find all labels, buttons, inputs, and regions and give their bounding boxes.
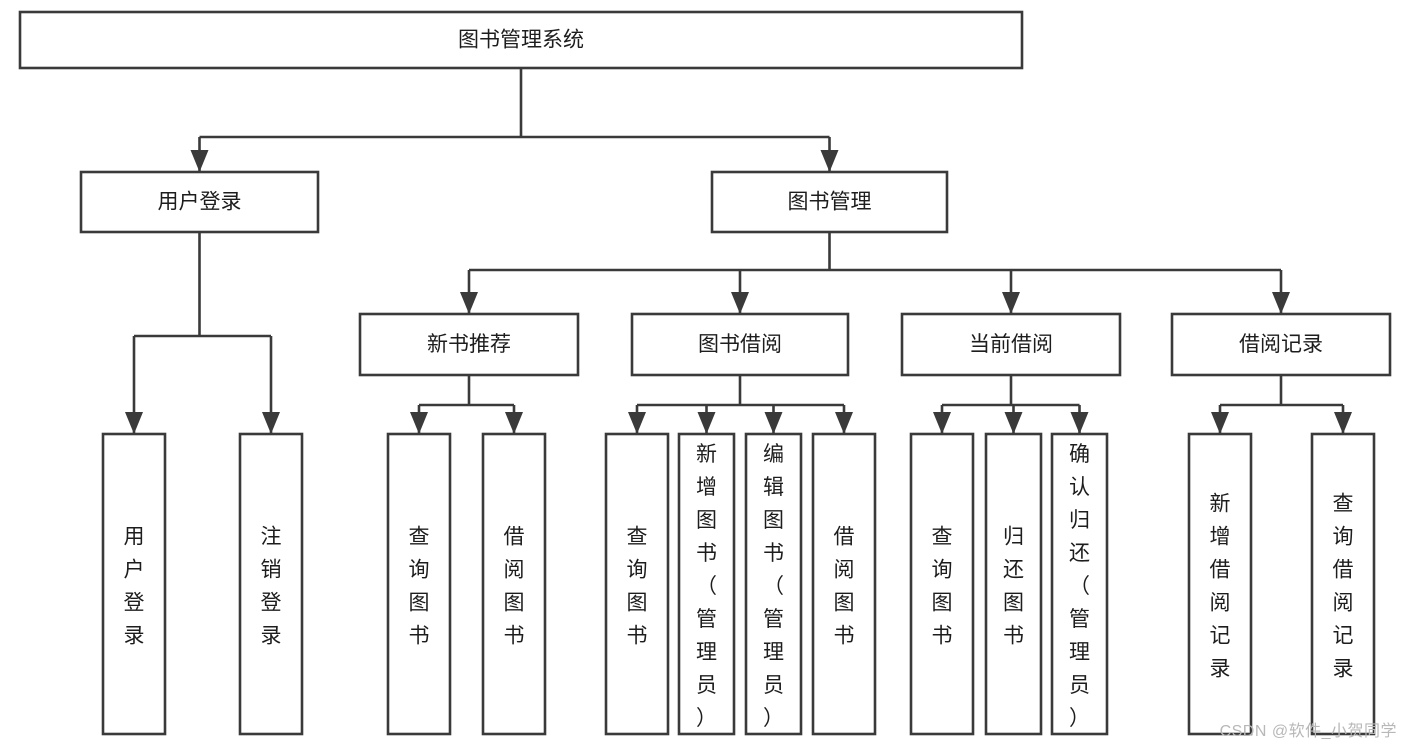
node-label-book-manage: 图书管理: [788, 191, 872, 214]
arrow-head-leaf-edit-book-admin: [764, 412, 783, 434]
node-box-leaf-borrow-book-1: [481, 432, 547, 736]
node-label-leaf-borrow-book-2: 借阅图书: [834, 526, 855, 648]
node-leaf-user-login[interactable]: 用户登录: [101, 432, 167, 736]
arrow-head-leaf-query-book-1: [410, 412, 428, 434]
node-book-manage[interactable]: 图书管理: [710, 170, 949, 234]
node-label-leaf-borrow-book-1: 借阅图书: [504, 526, 525, 648]
node-leaf-edit-book-admin[interactable]: 编辑图书（管理员）: [744, 432, 803, 736]
node-label-leaf-query-borrow-record: 查询借阅记录: [1333, 493, 1354, 681]
node-box-user-login: [79, 170, 320, 234]
node-box-book-borrow: [630, 312, 850, 377]
arrow-head-leaf-query-borrow-record: [1334, 412, 1352, 434]
node-box-current-borrow: [900, 312, 1122, 377]
arrow-head-leaf-query-book-3: [933, 412, 951, 434]
node-box-leaf-logout: [238, 432, 304, 736]
node-box-leaf-borrow-book-2: [811, 432, 877, 736]
node-box-leaf-query-book-3: [909, 432, 975, 736]
node-label-book-borrow: 图书借阅: [698, 333, 782, 356]
node-label-leaf-return-book: 归还图书: [1003, 526, 1024, 648]
arrow-head-leaf-add-book-admin: [697, 412, 716, 434]
node-leaf-logout[interactable]: 注销登录: [238, 432, 304, 736]
arrow-head-book-borrow: [731, 292, 749, 314]
node-label-user-login: 用户登录: [158, 191, 242, 214]
connectors-layer: [125, 68, 1352, 434]
node-leaf-return-book[interactable]: 归还图书: [984, 432, 1043, 736]
node-label-current-borrow: 当前借阅: [969, 333, 1053, 356]
node-leaf-add-borrow-record[interactable]: 新增借阅记录: [1187, 432, 1253, 736]
node-label-leaf-query-book-3: 查询图书: [932, 526, 953, 648]
node-current-borrow[interactable]: 当前借阅: [900, 312, 1122, 377]
node-box-leaf-query-book-1: [386, 432, 452, 736]
arrow-head-book-manage: [820, 150, 839, 172]
arrow-head-borrow-record: [1272, 292, 1290, 314]
arrow-head-leaf-logout: [262, 412, 280, 434]
node-book-borrow[interactable]: 图书借阅: [630, 312, 850, 377]
node-leaf-query-book-3[interactable]: 查询图书: [909, 432, 975, 736]
node-root[interactable]: 图书管理系统: [18, 10, 1024, 70]
node-label-leaf-query-book-1: 查询图书: [409, 526, 430, 648]
node-borrow-record[interactable]: 借阅记录: [1170, 312, 1392, 377]
node-label-leaf-confirm-return-admin: 确认归还（管理员）: [1069, 443, 1090, 730]
node-leaf-borrow-book-1[interactable]: 借阅图书: [481, 432, 547, 736]
nodes-layer: 图书管理系统用户登录图书管理新书推荐图书借阅当前借阅借阅记录用户登录注销登录查询…: [18, 10, 1392, 736]
arrow-head-leaf-query-book-2: [628, 412, 646, 434]
node-leaf-query-borrow-record[interactable]: 查询借阅记录: [1310, 432, 1376, 736]
watermark-label: CSDN @软件_小贺同学: [1219, 723, 1397, 740]
node-box-borrow-record: [1170, 312, 1392, 377]
node-leaf-add-book-admin[interactable]: 新增图书（管理员）: [677, 432, 736, 736]
node-box-leaf-add-borrow-record: [1187, 432, 1253, 736]
node-leaf-query-book-2[interactable]: 查询图书: [604, 432, 670, 736]
arrow-head-leaf-confirm-return-admin: [1070, 412, 1089, 434]
node-label-leaf-user-login: 用户登录: [124, 526, 145, 648]
node-leaf-borrow-book-2[interactable]: 借阅图书: [811, 432, 877, 736]
node-label-borrow-record: 借阅记录: [1239, 333, 1323, 356]
node-box-leaf-query-book-2: [604, 432, 670, 736]
node-box-leaf-confirm-return-admin: [1050, 432, 1109, 736]
node-label-leaf-add-book-admin: 新增图书（管理员）: [696, 443, 717, 730]
node-label-leaf-logout: 注销登录: [261, 526, 282, 648]
arrow-head-leaf-borrow-book-2: [835, 412, 853, 434]
node-box-leaf-add-book-admin: [677, 432, 736, 736]
node-label-leaf-edit-book-admin: 编辑图书（管理员）: [763, 443, 784, 730]
node-box-leaf-edit-book-admin: [744, 432, 803, 736]
node-box-leaf-query-borrow-record: [1310, 432, 1376, 736]
arrow-head-new-book-recommend: [460, 292, 478, 314]
node-box-book-manage: [710, 170, 949, 234]
node-label-root: 图书管理系统: [458, 29, 584, 52]
arrow-head-leaf-add-borrow-record: [1211, 412, 1229, 434]
node-box-leaf-return-book: [984, 432, 1043, 736]
node-user-login[interactable]: 用户登录: [79, 170, 320, 234]
arrow-head-current-borrow: [1002, 292, 1020, 314]
node-leaf-confirm-return-admin[interactable]: 确认归还（管理员）: [1050, 432, 1109, 736]
node-label-leaf-query-book-2: 查询图书: [627, 526, 648, 648]
node-leaf-query-book-1[interactable]: 查询图书: [386, 432, 452, 736]
node-label-leaf-add-borrow-record: 新增借阅记录: [1210, 493, 1231, 681]
arrow-head-leaf-return-book: [1004, 412, 1023, 434]
arrow-head-user-login: [190, 150, 209, 172]
arrow-head-leaf-borrow-book-1: [505, 412, 523, 434]
node-box-root: [18, 10, 1024, 70]
node-label-new-book-recommend: 新书推荐: [427, 333, 511, 356]
node-new-book-recommend[interactable]: 新书推荐: [358, 312, 580, 377]
node-box-new-book-recommend: [358, 312, 580, 377]
arrow-head-leaf-user-login: [125, 412, 143, 434]
node-box-leaf-user-login: [101, 432, 167, 736]
